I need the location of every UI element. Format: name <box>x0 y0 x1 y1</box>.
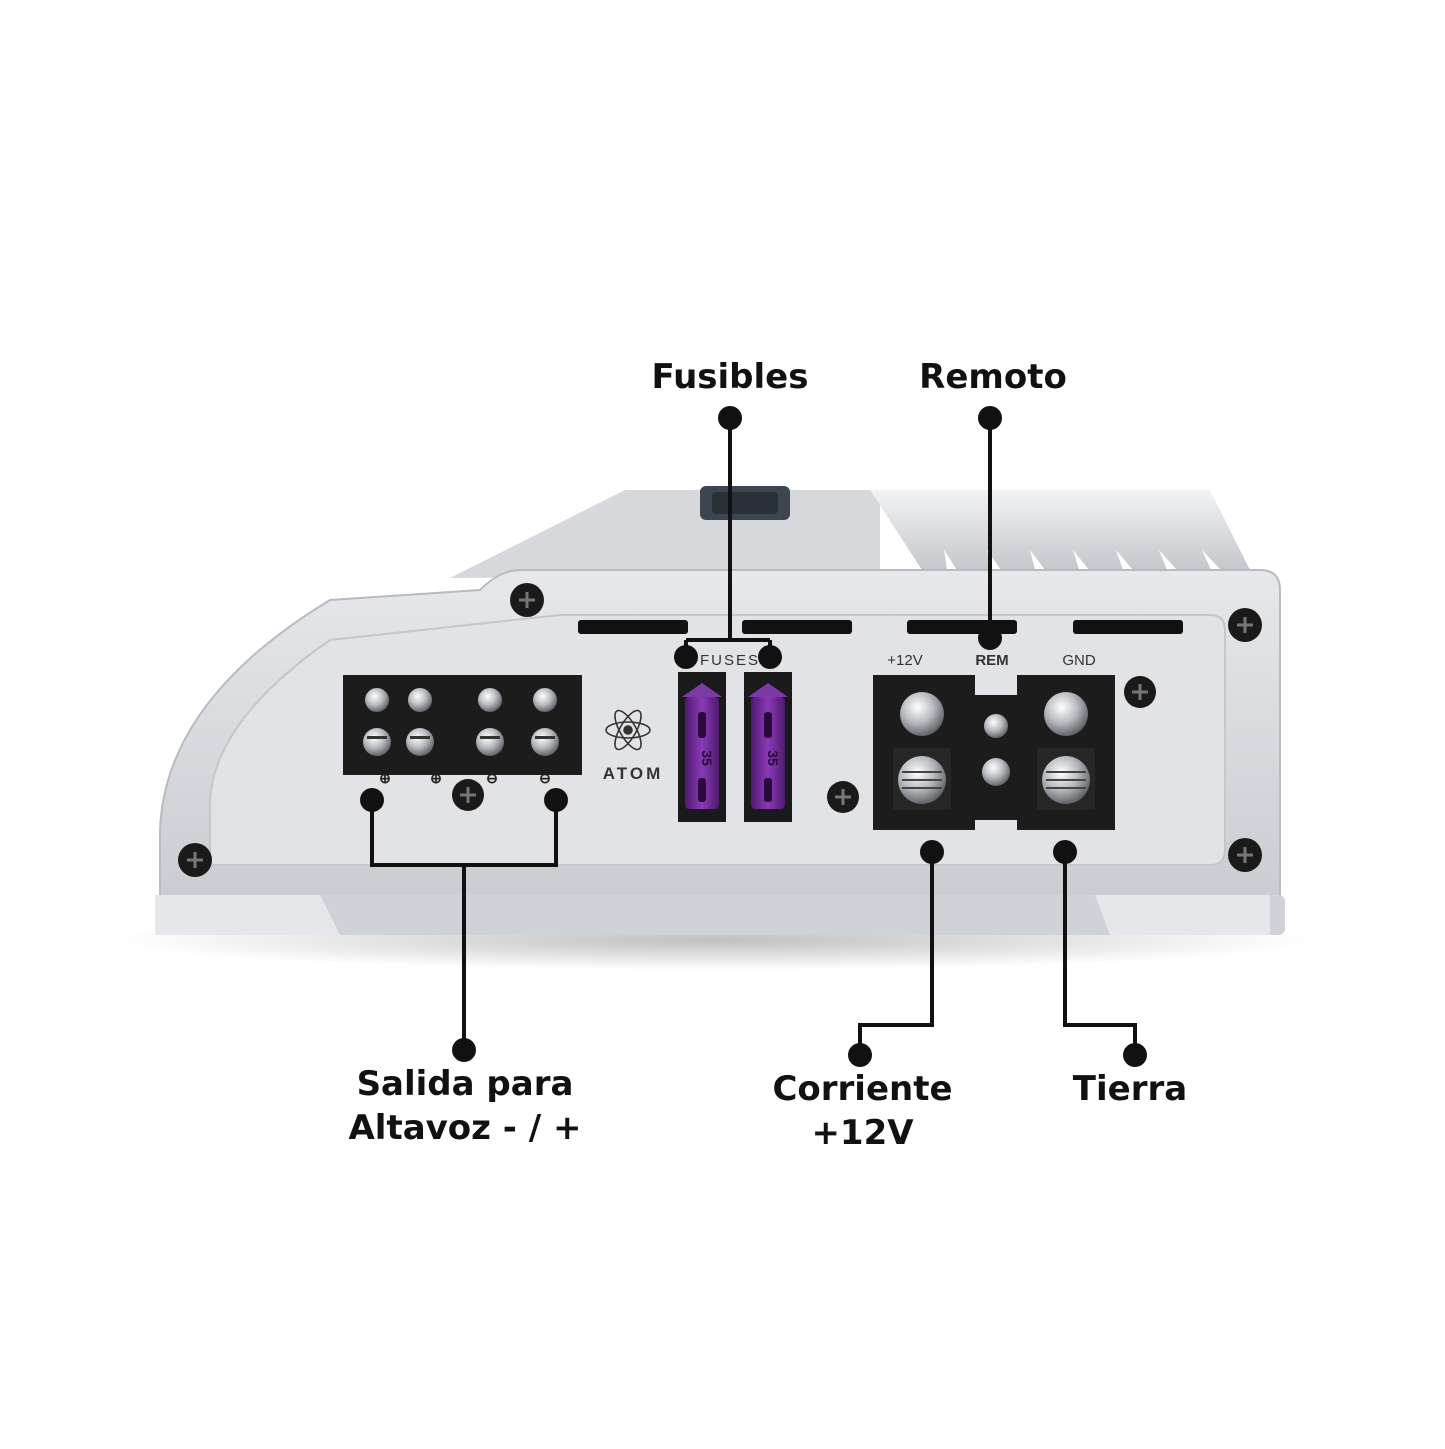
foot-left <box>155 895 340 935</box>
rem-panel-label: REM <box>975 652 1008 669</box>
callout-speaker-line1: Salida para <box>356 1064 574 1104</box>
callout-power-line1: Corriente <box>772 1069 953 1109</box>
foot-right <box>1095 895 1270 935</box>
fuses-panel-label: FUSES <box>700 652 760 669</box>
heatsink-fins <box>870 490 1260 590</box>
callout-speaker-line2: Altavoz - / + <box>348 1108 582 1148</box>
speaker-polarity-3: ⊖ <box>486 770 498 786</box>
leader-fuses <box>684 418 772 657</box>
speaker-terminal-block <box>343 675 582 775</box>
leader-ground <box>1063 852 1137 1055</box>
leader-power <box>858 852 934 1055</box>
atom-logo-icon <box>605 709 651 751</box>
leader-speaker <box>370 800 558 1050</box>
callout-remote: Remoto <box>919 357 1067 397</box>
callout-power: Corriente +12V <box>745 1067 980 1155</box>
fuse-rating-1: 35 <box>699 750 715 766</box>
screws <box>178 583 1262 877</box>
callout-fuses: Fusibles <box>651 357 809 397</box>
speaker-polarity-1: ⊕ <box>379 770 391 786</box>
speaker-polarity-2: ⊕ <box>430 770 442 786</box>
fuse-holder <box>678 672 792 822</box>
base-plate <box>155 895 1285 935</box>
leader-lines <box>370 418 1137 1055</box>
top-housing <box>450 486 880 578</box>
gnd-panel-label: GND <box>1062 652 1096 669</box>
speaker-polarity-4: ⊖ <box>539 770 551 786</box>
callout-speaker: Salida para Altavoz - / + <box>320 1062 610 1150</box>
leader-dots <box>360 406 1147 1067</box>
power-terminal-block <box>873 675 1115 830</box>
fuse-rating-2: 35 <box>765 750 781 766</box>
callout-ground: Tierra <box>1072 1069 1188 1109</box>
callout-power-line2: +12V <box>811 1113 914 1153</box>
plus12v-panel-label: +12V <box>887 652 922 669</box>
brand-label: ATOM <box>603 764 663 783</box>
